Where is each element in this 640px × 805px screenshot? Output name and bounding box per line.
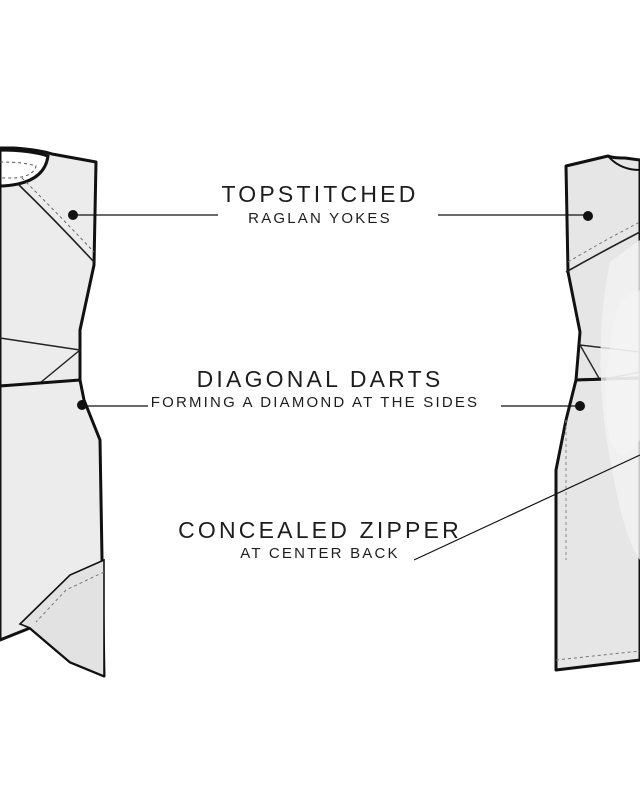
front-raglan-seam: [17, 183, 95, 263]
callout-subtitle-diagonal-darts: FORMING A DIAMOND AT THE SIDES: [150, 394, 480, 411]
callout-title-concealed-zipper: CONCEALED ZIPPER: [178, 517, 462, 543]
back-raglan-seam: [565, 231, 640, 273]
callout-title-diagonal-darts: DIAGONAL DARTS: [196, 366, 444, 392]
front-bodice: [0, 146, 98, 388]
callout-dot-icon: [77, 400, 87, 410]
back-view: [554, 154, 640, 672]
callout-title-topstitched: TOPSTITCHED: [221, 181, 419, 207]
front-overlap-panel: [18, 558, 105, 678]
leader-zipper: [413, 454, 640, 561]
callout-dot-icon: [68, 210, 78, 220]
callout-dot-icon: [575, 401, 585, 411]
front-neckline: [0, 148, 50, 188]
callout-leaders: [68, 210, 640, 561]
callout-subtitle-topstitched: RAGLAN YOKES: [248, 210, 392, 227]
callout-subtitle-concealed-zipper: AT CENTER BACK: [240, 545, 400, 562]
front-view: [0, 146, 106, 678]
callout-dot-icon: [583, 211, 593, 221]
